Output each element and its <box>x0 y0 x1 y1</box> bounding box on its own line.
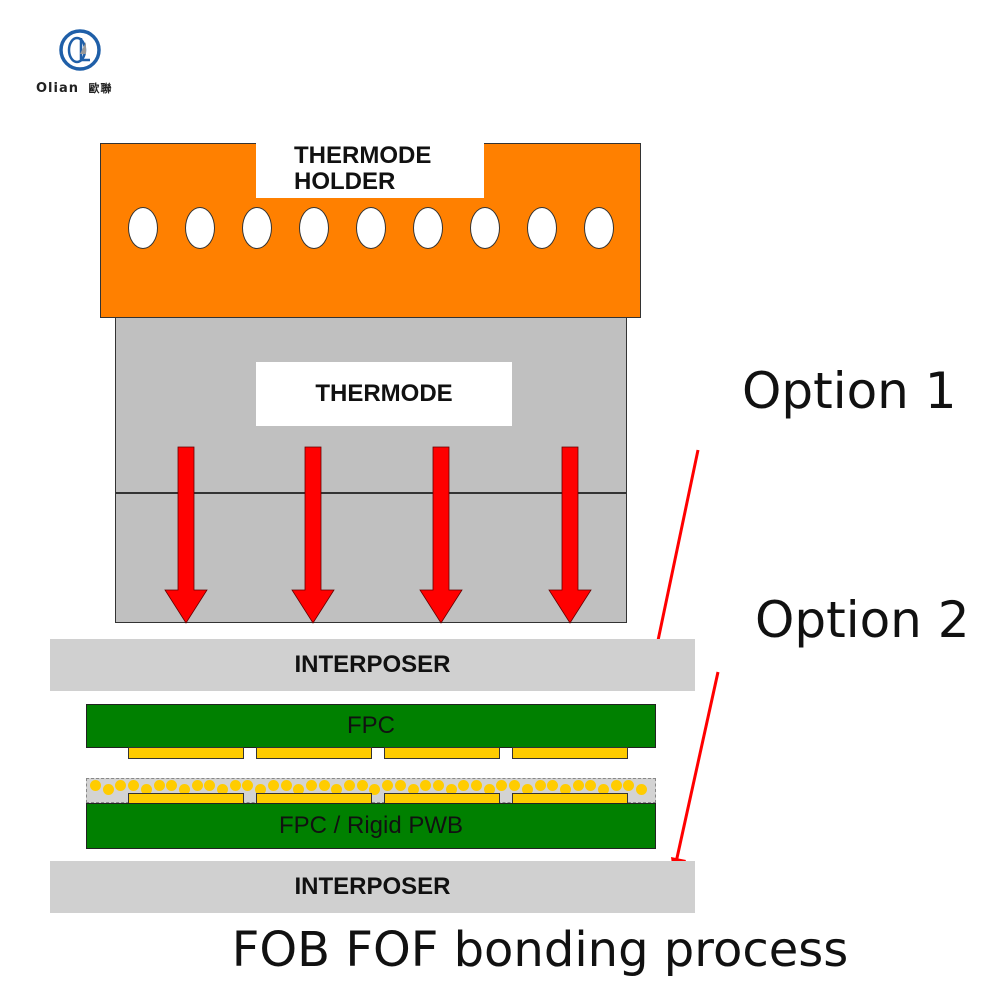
conductive-particle <box>90 780 101 791</box>
thermode-divider <box>115 492 627 494</box>
vent-hole <box>242 207 272 249</box>
conductive-particle <box>115 780 127 791</box>
vent-hole <box>185 207 215 249</box>
force-arrow-icon <box>548 446 592 624</box>
bump-pad <box>256 747 372 759</box>
option-2-arrow-line <box>673 671 720 868</box>
conductive-particle <box>598 784 609 795</box>
conductive-particle <box>572 780 584 791</box>
conductive-particle <box>305 780 317 791</box>
vent-hole <box>584 207 614 249</box>
conductive-particle <box>229 780 241 791</box>
conductive-particle <box>255 784 267 795</box>
conductive-particle <box>178 784 190 795</box>
logo-brand: Olian <box>36 81 79 96</box>
vent-hole <box>299 207 329 249</box>
conductive-particle <box>483 784 495 795</box>
conductive-particle <box>369 784 381 795</box>
conductive-particle <box>191 780 203 791</box>
option-2-label: Option 2 <box>755 591 970 649</box>
conductive-particle <box>610 780 622 791</box>
conductive-particle <box>534 780 546 791</box>
conductive-particle <box>140 784 152 795</box>
option-1-label: Option 1 <box>742 362 957 420</box>
conductive-particle <box>471 780 482 791</box>
conductive-particle <box>636 784 648 795</box>
conductive-particle <box>356 780 368 791</box>
interposer-top: INTERPOSER <box>50 639 695 691</box>
conductive-particle <box>280 780 292 791</box>
thermode-holder-label-line1: THERMODE <box>294 142 432 169</box>
thermode-holder-label: THERMODE HOLDER <box>256 143 484 198</box>
conductive-particle <box>344 780 355 791</box>
conductive-particle <box>128 780 140 791</box>
logo-brand-cn: 歐聯 <box>88 82 113 95</box>
conductive-particle <box>331 784 343 795</box>
force-arrow-icon <box>291 446 335 624</box>
conductive-particle <box>458 780 470 791</box>
vent-hole <box>413 207 443 249</box>
conductive-particle <box>585 780 597 791</box>
conductive-particle <box>382 780 394 791</box>
caption: FOB FOF bonding process <box>231 922 849 978</box>
vent-hole <box>128 207 158 249</box>
olian-logo-icon <box>59 29 101 71</box>
option-1-arrow-line <box>654 449 700 651</box>
conductive-particle <box>521 784 533 795</box>
conductive-particle <box>153 780 165 791</box>
vent-hole <box>356 207 386 249</box>
conductive-particle <box>509 780 521 791</box>
thermode-holder-label-line2: HOLDER <box>294 168 396 195</box>
conductive-particle <box>420 780 432 791</box>
bump-pad <box>384 747 500 759</box>
fpc-rigid-pwb: FPC / Rigid PWB <box>86 803 656 849</box>
conductive-particle <box>204 780 216 791</box>
bump-pad <box>128 747 244 759</box>
force-arrow-icon <box>164 446 208 624</box>
conductive-particle <box>547 780 559 791</box>
conductive-particle <box>623 780 635 791</box>
bump-pad <box>512 747 628 759</box>
conductive-particle <box>394 780 406 791</box>
vent-hole <box>527 207 557 249</box>
force-arrow-icon <box>419 446 463 624</box>
conductive-particle <box>407 784 419 795</box>
conductive-particle <box>102 784 114 795</box>
conductive-particle <box>445 784 457 795</box>
conductive-particle <box>242 780 254 791</box>
conductive-particle <box>318 780 330 791</box>
vent-hole <box>470 207 500 249</box>
interposer-bottom: INTERPOSER <box>50 861 695 913</box>
conductive-particle <box>217 784 228 795</box>
conductive-particle <box>432 780 444 791</box>
conductive-particle <box>559 784 571 795</box>
conductive-particle <box>496 780 508 791</box>
logo: Olian 歐聯 <box>36 28 136 108</box>
conductive-particle <box>267 780 279 791</box>
conductive-particle <box>293 784 305 795</box>
thermode-label: THERMODE <box>256 362 512 426</box>
fpc-top: FPC <box>86 704 656 748</box>
conductive-particle <box>166 780 178 791</box>
